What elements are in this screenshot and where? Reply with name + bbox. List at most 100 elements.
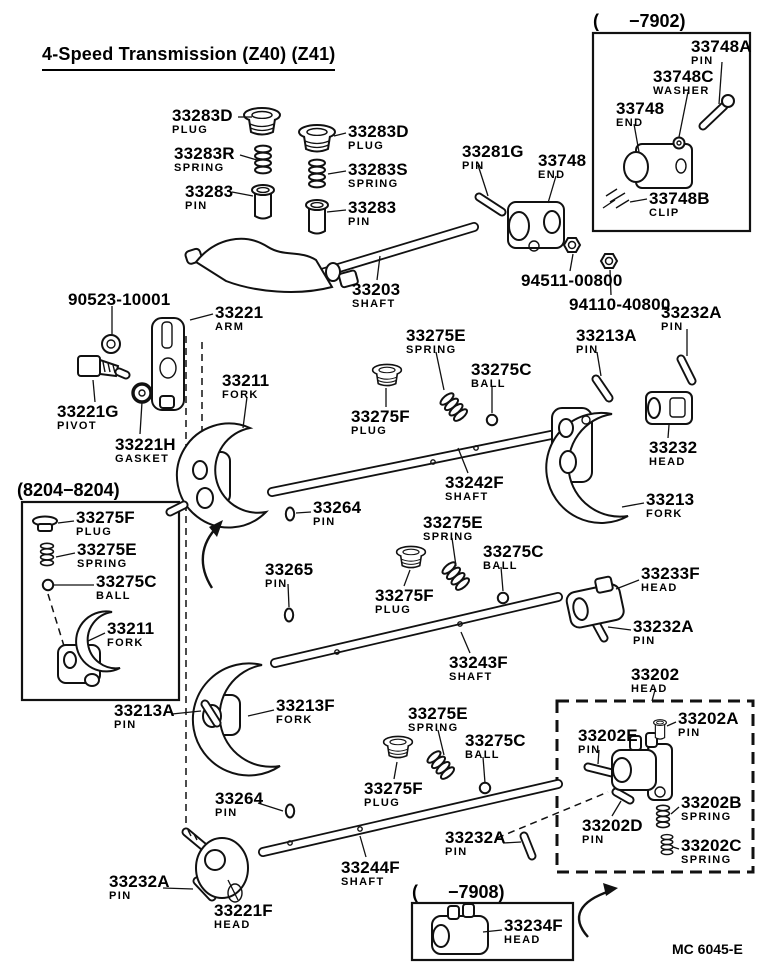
part-name: PIN — [313, 516, 336, 529]
nut-94511-drawing — [563, 237, 581, 253]
part-number: 33202B — [681, 793, 742, 812]
plug-33283d-right-drawing — [298, 124, 336, 153]
part-name: PIN — [265, 578, 288, 591]
part-number: 33275F — [351, 407, 410, 426]
part-number: 33213A — [576, 326, 637, 345]
part-number: 33283 — [348, 198, 397, 217]
pin-33264-bottom-drawing — [284, 803, 296, 819]
pin-33265-drawing — [283, 607, 295, 623]
plug-33275f-bottom-drawing — [382, 735, 414, 759]
shaft-33244f-drawing — [258, 779, 563, 857]
part-number: 33265 — [265, 560, 314, 579]
part-label: 94110-40800 — [569, 296, 670, 314]
part-number: 33283D — [172, 106, 233, 125]
part-number: 33211 — [107, 619, 155, 638]
part-name: FORK — [107, 637, 144, 650]
part-number: 33748 — [616, 99, 665, 118]
part-number: 33748A — [691, 37, 752, 56]
part-name: HEAD — [641, 582, 678, 595]
spring-33275e-bottom-drawing — [424, 748, 457, 782]
spring-33275e-inbox-drawing — [39, 542, 55, 567]
part-name: SHAFT — [341, 876, 385, 889]
part-name: HEAD — [214, 919, 251, 932]
pin-33748a-drawing — [698, 94, 735, 131]
pin-33283-right-drawing — [305, 199, 329, 235]
part-number: 33283R — [174, 144, 235, 163]
part-number: 33264 — [215, 789, 264, 808]
fork-33213f-drawing — [191, 662, 281, 777]
part-number: 33748C — [653, 67, 714, 86]
part-number: 33213A — [114, 701, 175, 720]
part-name: FORK — [276, 714, 313, 727]
part-number: 33275E — [408, 704, 468, 723]
part-name: PIN — [114, 719, 137, 732]
part-name: PIN — [576, 344, 599, 357]
shaft-33203-drawing — [317, 222, 479, 278]
pivot-33221g-drawing — [77, 355, 131, 380]
part-name: PIN — [691, 55, 714, 68]
part-name: PLUG — [375, 604, 412, 617]
part-name: PIN — [578, 744, 601, 757]
figure-code: MC 6045-E — [672, 941, 743, 957]
head-33221f-drawing — [181, 827, 249, 903]
part-name: PIN — [348, 216, 371, 229]
ball-33275c-top-drawing — [485, 413, 499, 427]
part-name: PLUG — [76, 526, 113, 539]
part-number: 33748B — [649, 189, 710, 208]
washer-33748c-drawing — [672, 136, 686, 150]
part-name: SHAFT — [352, 298, 396, 311]
part-name: ARM — [215, 321, 245, 334]
box-caption-7902: ( −7902) — [593, 11, 686, 31]
part-name: SPRING — [681, 854, 732, 867]
end-33748-drawing — [507, 201, 565, 252]
end-33748-inbox-drawing — [623, 143, 693, 189]
part-number: 33211 — [222, 371, 270, 390]
part-number: 33283S — [348, 160, 408, 179]
part-name: PLUG — [172, 124, 209, 137]
part-number: 94110-40800 — [569, 295, 671, 314]
part-number: 33221F — [214, 901, 273, 920]
pin-33264-top-drawing — [284, 506, 296, 522]
part-number: 94511-00800 — [521, 271, 623, 290]
box-8204-8204 — [20, 500, 181, 702]
part-number: 33275C — [96, 572, 157, 591]
ball-33275c-inbox-drawing — [41, 578, 55, 592]
part-name: WASHER — [653, 85, 710, 98]
box-caption-8204: (8204−8204) — [17, 480, 120, 500]
part-name: PLUG — [348, 140, 385, 153]
part-name: SPRING — [408, 722, 459, 735]
part-name: PIN — [109, 890, 132, 903]
part-number: 33275E — [423, 513, 483, 532]
pin-33283-left-drawing — [251, 184, 275, 220]
